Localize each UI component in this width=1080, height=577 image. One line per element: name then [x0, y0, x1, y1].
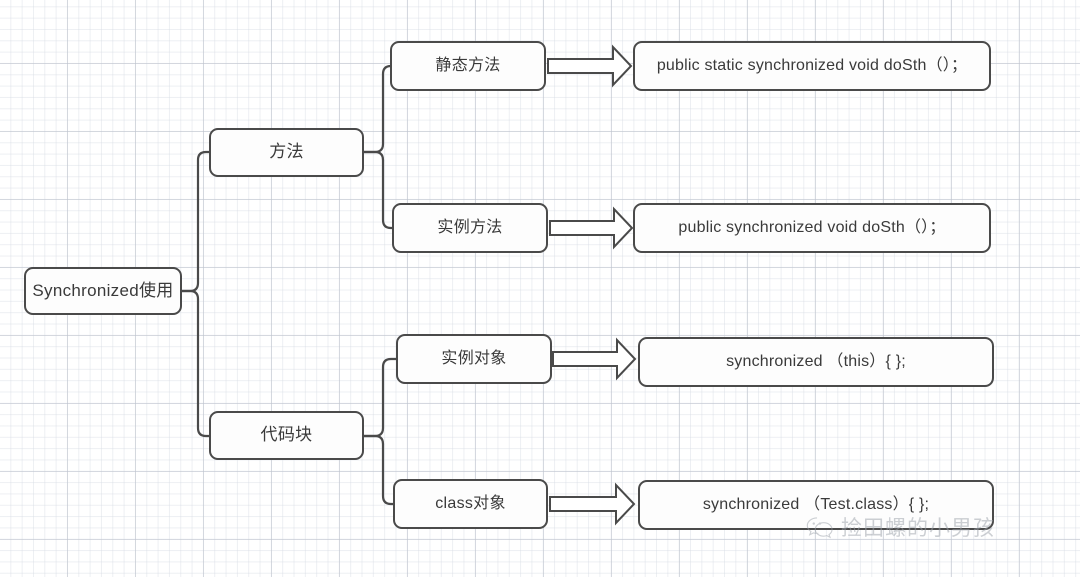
- node-class-object-label: class对象: [435, 495, 506, 513]
- node-code-block-label: 代码块: [260, 425, 313, 445]
- node-code-static-method[interactable]: public static synchronized void doSth（）；: [633, 41, 991, 91]
- arrow-instance-method-to-code: [549, 206, 634, 250]
- connector-root-to-codeblock: [196, 297, 211, 438]
- node-code-block[interactable]: 代码块: [209, 411, 364, 460]
- node-code-instance-object[interactable]: synchronized （this）{ };: [638, 337, 994, 387]
- node-code-instance-method[interactable]: public synchronized void doSth（）；: [633, 203, 991, 253]
- connector-root-fork: [180, 150, 211, 293]
- connector-method-fork-up: [362, 64, 393, 154]
- arrow-class-object-to-code: [549, 482, 636, 526]
- connector-codeblock-stub: [362, 434, 385, 446]
- connector-codeblock-fork-down: [381, 442, 395, 506]
- node-class-object[interactable]: class对象: [393, 479, 548, 529]
- node-root[interactable]: Synchronized使用: [24, 267, 182, 315]
- node-method-label: 方法: [269, 142, 304, 162]
- node-code-instance-object-text: synchronized （this）{ };: [726, 353, 906, 371]
- node-root-label: Synchronized使用: [32, 280, 174, 300]
- node-instance-method-label: 实例方法: [437, 219, 503, 237]
- connector-codeblock-fork-up: [362, 357, 398, 438]
- node-code-static-method-text: public static synchronized void doSth（）；: [656, 57, 968, 75]
- arrow-instance-object-to-code: [552, 337, 637, 381]
- arrow-static-method-to-code: [547, 44, 633, 88]
- connector-method-stub: [362, 150, 385, 162]
- node-code-class-object-text: synchronized （Test.class）{ };: [702, 496, 930, 514]
- node-static-method[interactable]: 静态方法: [390, 41, 546, 91]
- node-code-class-object[interactable]: synchronized （Test.class）{ };: [638, 480, 994, 530]
- node-code-instance-method-text: public synchronized void doSth（）；: [678, 219, 946, 237]
- node-instance-object-label: 实例对象: [441, 350, 507, 368]
- connector-method-fork-down: [381, 158, 394, 230]
- connector-root-stub: [180, 289, 200, 301]
- node-static-method-label: 静态方法: [435, 57, 501, 75]
- node-instance-method[interactable]: 实例方法: [392, 203, 548, 253]
- node-method[interactable]: 方法: [209, 128, 364, 177]
- node-instance-object[interactable]: 实例对象: [396, 334, 552, 384]
